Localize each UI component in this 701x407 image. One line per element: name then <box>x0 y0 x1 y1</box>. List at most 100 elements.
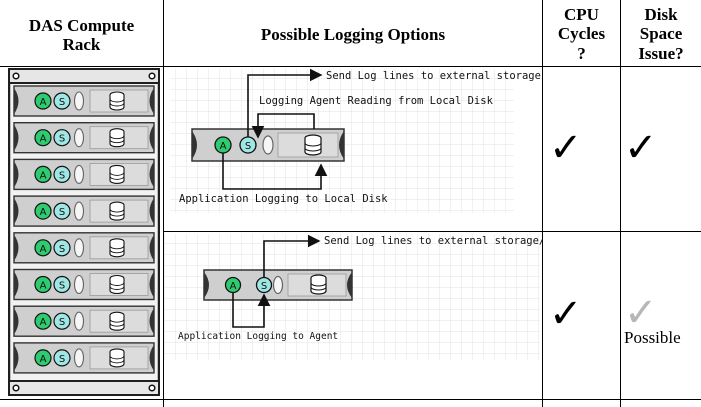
rack-server-ear-left <box>14 198 19 225</box>
header-disk-line1: Disk <box>644 5 678 25</box>
rack-agent-badge-letter: S <box>59 354 65 365</box>
row2-logging-diagram: A S Send Log lines to external storage/I… <box>164 234 542 360</box>
row1-cpu-check: ✓ <box>549 125 583 171</box>
rack-agent-badge-letter: S <box>59 170 65 181</box>
row2-agent-badge <box>255 276 273 294</box>
rack-server-ear-left <box>14 88 19 114</box>
rack-server-ear-left <box>14 161 19 188</box>
header-disk-line3: Issue? <box>638 43 684 63</box>
row2-cpu-check: ✓ <box>549 291 583 337</box>
rack-agent-badge-letter: S <box>59 317 65 328</box>
rack-agent-badge <box>53 92 71 110</box>
rack-server-ear-right <box>149 344 154 371</box>
row1-drive-slot <box>262 135 274 155</box>
divider-header <box>0 66 701 67</box>
rack-agent-badge <box>53 165 71 184</box>
rack-disk-body <box>109 131 125 148</box>
rack-server-ear-right <box>149 271 154 298</box>
rack-disk-body <box>109 95 125 111</box>
rack-server-ear-left <box>14 234 19 261</box>
rack-screw-bl <box>12 384 20 392</box>
rack-app-badge-letter: A <box>40 317 47 328</box>
row2-app-badge <box>224 276 242 294</box>
rack-app-badge-letter: A <box>40 281 47 292</box>
rack-drive-slot <box>73 348 85 368</box>
rack-disk-body <box>109 241 125 258</box>
header-cpu-line2: Cycles <box>557 24 606 44</box>
rack-server-ear-left <box>14 344 19 371</box>
row1-arrow-app-to-disk <box>222 153 328 190</box>
rack-drive-slot <box>73 91 85 111</box>
rack-app-badge <box>34 275 52 294</box>
rack-disk-body <box>109 315 125 331</box>
rack-agent-badge-letter: S <box>59 97 65 108</box>
row1-arrow-agent-to-storage <box>247 68 323 137</box>
rack-agent-badge <box>53 312 71 330</box>
rack-disk-icon <box>109 274 125 295</box>
rack-screw-br <box>148 384 156 392</box>
rack-disk-icon <box>109 91 125 111</box>
row1-app-badge-letter: A <box>220 141 227 152</box>
header-cpu-line3: ? <box>577 43 586 63</box>
rack-app-badge <box>34 349 52 367</box>
rack-bottom-bar <box>8 380 160 396</box>
rack-server-ear-left <box>14 124 19 151</box>
rack-server-ear-right <box>149 161 154 188</box>
rack-drive-slot <box>73 274 85 295</box>
divider-row <box>163 231 701 232</box>
rack-disk-lines <box>109 208 125 217</box>
rack-disk-lines <box>109 319 125 327</box>
row2-server-ear-left <box>204 272 209 298</box>
rack-disk-icon <box>109 348 125 368</box>
row1-label-app: Application Logging to Local Disk <box>179 193 388 205</box>
row1-disk-icon <box>304 134 322 156</box>
rack-app-badge-letter: A <box>40 244 47 255</box>
rack-disk-lines <box>109 135 125 144</box>
rack-server-ear-left <box>14 308 19 335</box>
rack-disk-lines <box>109 172 125 180</box>
rack-agent-badge <box>53 202 71 220</box>
rack-server-ear-right <box>149 308 154 335</box>
rack-app-badge <box>34 202 52 220</box>
rack-app-badge <box>34 165 52 184</box>
rack-screw-tr <box>148 72 156 80</box>
rack-app-badge <box>34 92 52 110</box>
rack-agent-badge <box>53 129 71 147</box>
rack-drive-slot <box>73 164 85 184</box>
header-cpu-line1: CPU <box>564 5 599 25</box>
row2-app-badge-letter: A <box>230 281 237 292</box>
row1-agent-badge-letter: S <box>245 141 251 152</box>
rack-server-ear-right <box>149 88 154 114</box>
rack-app-badge <box>34 312 52 330</box>
header-disk-space-issue: Disk Space Issue? <box>621 2 701 66</box>
rack-app-badge-letter: A <box>40 354 47 365</box>
row2-server-ear-right <box>347 272 352 298</box>
rack-app-badge <box>34 239 52 257</box>
row2-drive-slot <box>272 275 284 295</box>
header-disk-line2: Space <box>639 24 683 44</box>
row2-disk-icon <box>310 274 327 295</box>
rack-server-ear-right <box>149 234 154 261</box>
header-rack-line1: DAS Compute <box>28 15 135 35</box>
rack-app-badge-letter: A <box>40 97 47 108</box>
rack-app-badge <box>34 129 52 147</box>
rack-server-ear-right <box>149 198 154 225</box>
row2-label-app: Application Logging to Agent <box>178 331 338 342</box>
row1-server-ear-left <box>192 131 197 159</box>
header-possible-logging-options: Possible Logging Options <box>164 6 542 64</box>
rack-top-bar <box>8 68 160 84</box>
rack-agent-badge <box>53 275 71 294</box>
row2-arrow-app-to-agent <box>232 293 271 328</box>
rack-disk-body <box>109 278 125 295</box>
row2-label-send: Send Log lines to external storage/Index… <box>324 235 542 247</box>
rack-disk-body <box>109 351 125 368</box>
row2-agent-badge-letter: S <box>261 281 267 292</box>
rack-agent-badge <box>53 239 71 257</box>
